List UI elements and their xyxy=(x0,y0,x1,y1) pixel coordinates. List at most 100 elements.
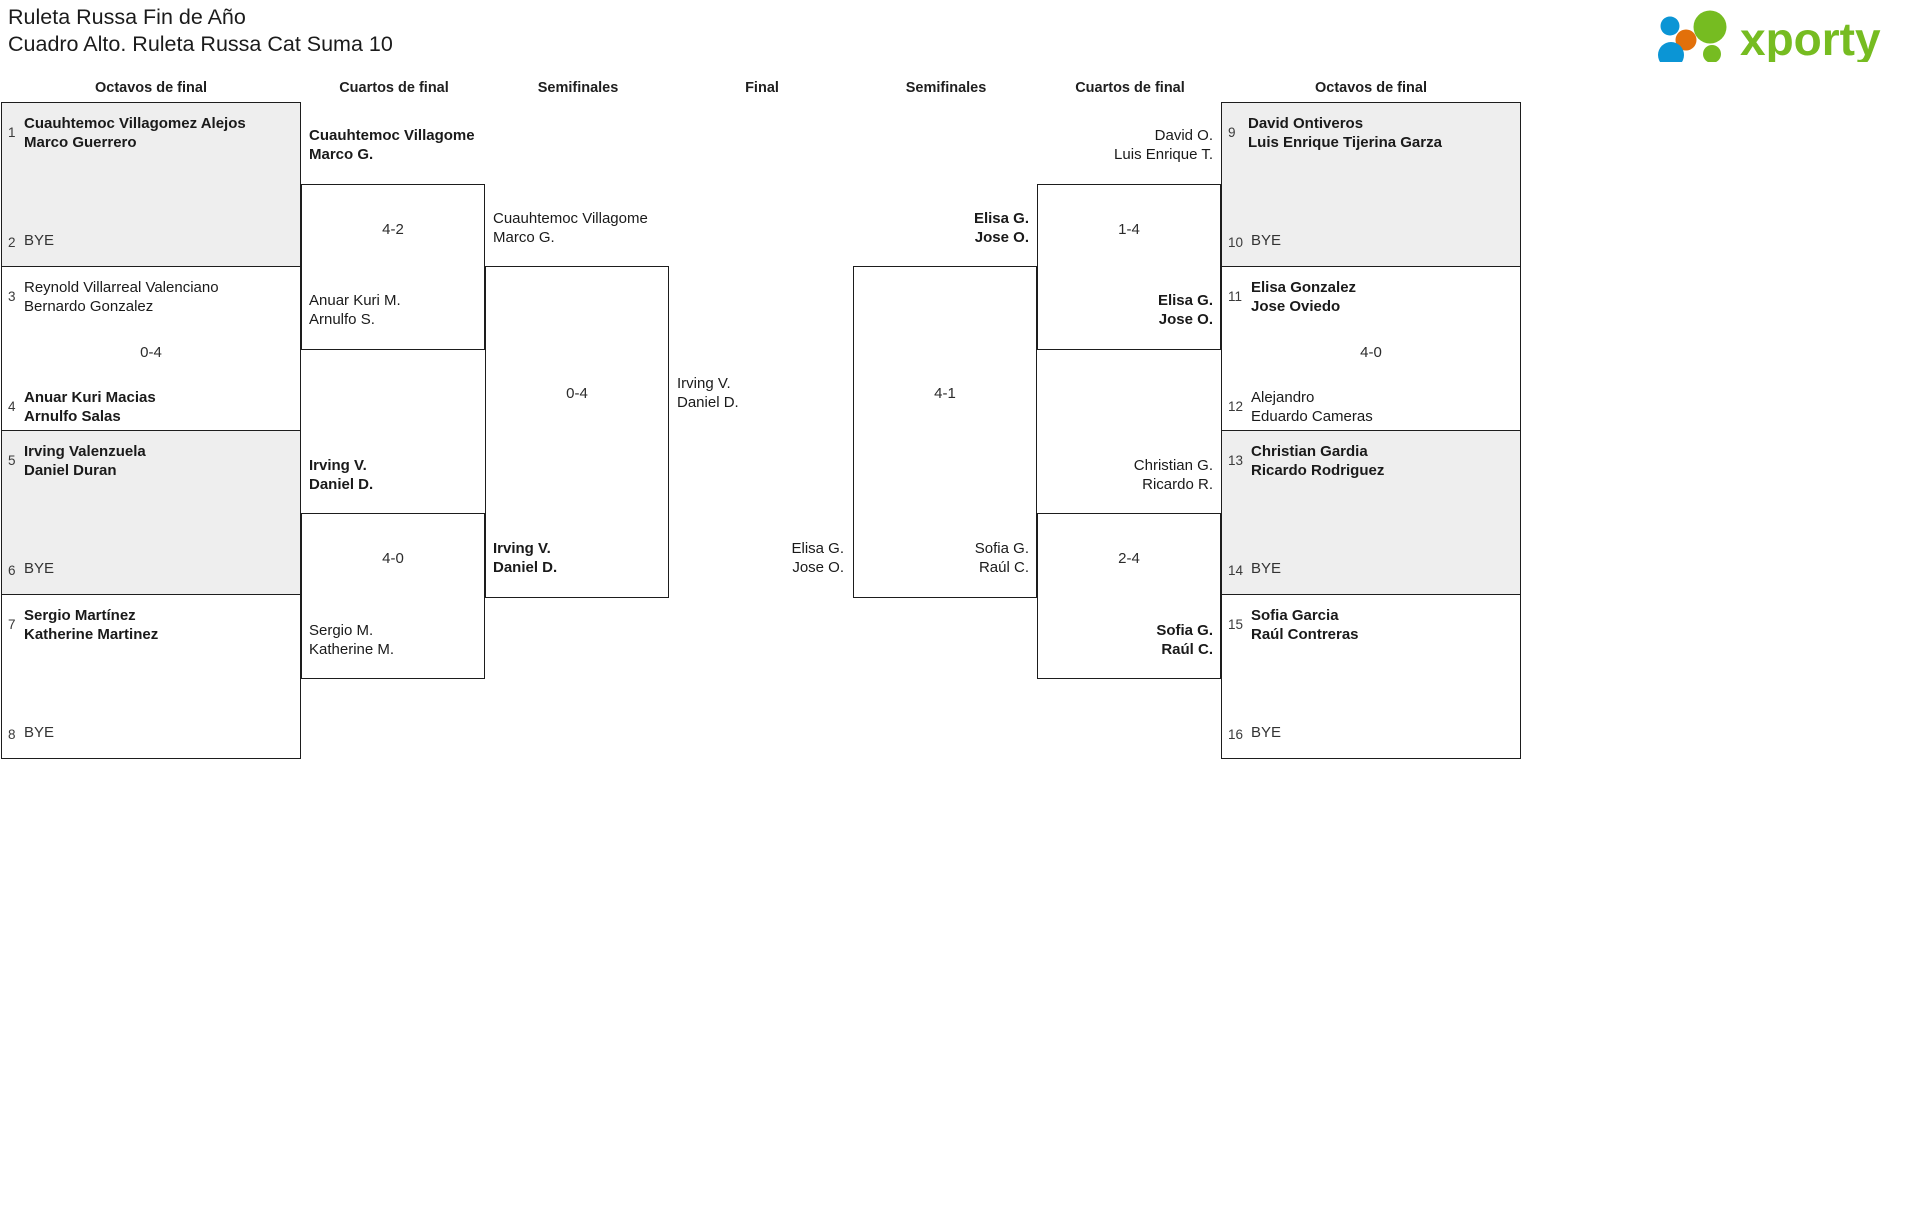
round-header-left-semis: Semifinales xyxy=(537,80,619,96)
seed-box-5-6[interactable] xyxy=(1,430,301,595)
player-name-12b: Eduardo Cameras xyxy=(1251,408,1373,425)
player-name-1b: Marco Guerrero xyxy=(24,134,137,151)
finalist-right-a: Elisa G. xyxy=(791,540,844,557)
round-header-right-cuartos: Cuartos de final xyxy=(1075,80,1185,96)
advancer-left-semis-1b: Marco G. xyxy=(493,229,555,246)
page-title: Ruleta Russa Fin de Año Cuadro Alto. Rul… xyxy=(8,4,393,58)
seed-box-1-2[interactable] xyxy=(1,102,301,267)
score-right-cuartos-2: 2-4 xyxy=(1118,550,1140,567)
player-name-13a: Christian Gardia xyxy=(1251,443,1368,460)
match-box-left-cuartos-2[interactable] xyxy=(301,513,485,679)
player-name-3a: Reynold Villarreal Valenciano xyxy=(24,279,219,296)
player-name-12a: Alejandro xyxy=(1251,389,1315,406)
seed-number-15: 15 xyxy=(1228,617,1244,632)
player-name-14a: BYE xyxy=(1251,560,1282,577)
advancer-left-cuartos-2b: Arnulfo S. xyxy=(309,311,375,328)
seed-box-15-16[interactable] xyxy=(1221,594,1521,759)
seed-number-4: 4 xyxy=(8,399,16,414)
finalist-right-b: Jose O. xyxy=(792,559,844,576)
player-name-15b: Raúl Contreras xyxy=(1251,626,1359,643)
seed-number-2: 2 xyxy=(8,235,16,250)
seed-box-9-10[interactable] xyxy=(1221,102,1521,267)
advancer-left-cuartos-4b: Katherine M. xyxy=(309,641,395,658)
match-box-left-cuartos-1[interactable] xyxy=(301,184,485,350)
seed-number-7: 7 xyxy=(8,617,16,632)
advancer-right-cuartos-2a: Elisa G. xyxy=(1157,292,1213,309)
advancer-left-cuartos-2a: Anuar Kuri M. xyxy=(309,292,401,309)
round-header-left-cuartos: Cuartos de final xyxy=(339,80,449,96)
finalist-left-a: Irving V. xyxy=(677,375,731,392)
seed-number-16: 16 xyxy=(1228,727,1244,742)
player-name-2a: BYE xyxy=(24,232,55,249)
player-name-16a: BYE xyxy=(1251,724,1282,741)
advancer-left-cuartos-1b: Marco G. xyxy=(309,146,374,163)
advancer-right-semis-2b: Raúl C. xyxy=(978,559,1029,576)
match-box-right-semis[interactable] xyxy=(853,266,1037,598)
advancer-right-cuartos-2b: Jose O. xyxy=(1158,311,1213,328)
player-name-11a: Elisa Gonzalez xyxy=(1251,279,1357,296)
advancer-left-semis-2a: Irving V. xyxy=(493,540,551,557)
player-name-13b: Ricardo Rodriguez xyxy=(1251,462,1385,479)
tournament-name: Ruleta Russa Fin de Año xyxy=(8,5,246,29)
score-octavos-left-2: 0-4 xyxy=(140,344,162,361)
seed-number-11: 11 xyxy=(1228,289,1243,304)
seed-box-11-12[interactable] xyxy=(1221,266,1521,431)
seed-number-13: 13 xyxy=(1228,453,1244,468)
logo-wordmark: xporty xyxy=(1740,13,1881,62)
advancer-left-cuartos-4a: Sergio M. xyxy=(309,622,374,639)
advancer-right-cuartos-4b: Raúl C. xyxy=(1161,641,1213,658)
player-name-4a: Anuar Kuri Macias xyxy=(24,389,156,406)
advancer-right-semis-1a: Elisa G. xyxy=(973,210,1029,227)
seed-number-14: 14 xyxy=(1228,563,1244,578)
seed-box-7-8[interactable] xyxy=(1,594,301,759)
advancer-right-semis-2a: Sofia G. xyxy=(974,540,1029,557)
seed-box-3-4[interactable] xyxy=(1,266,301,431)
score-right-cuartos-1: 1-4 xyxy=(1118,221,1140,238)
match-box-left-semis[interactable] xyxy=(485,266,669,598)
advancer-left-cuartos-1a: Cuauhtemoc Villagome xyxy=(309,127,475,144)
finalist-left-b: Daniel D. xyxy=(677,394,739,411)
score-left-semis: 0-4 xyxy=(566,385,588,402)
round-header-final: Final xyxy=(745,80,779,96)
player-name-9a: David Ontiveros xyxy=(1248,115,1364,132)
player-name-4b: Arnulfo Salas xyxy=(24,408,121,425)
seed-number-3: 3 xyxy=(8,289,16,304)
xporty-logo[interactable]: xporty xyxy=(1648,10,1898,62)
player-name-7a: Sergio Martínez xyxy=(24,607,136,624)
match-box-right-cuartos-2[interactable] xyxy=(1037,513,1221,679)
score-left-cuartos-1: 4-2 xyxy=(382,221,404,238)
advancer-right-cuartos-3b: Ricardo R. xyxy=(1142,476,1213,493)
player-name-9b: Luis Enrique Tijerina Garza xyxy=(1248,134,1442,151)
seed-number-10: 10 xyxy=(1228,235,1244,250)
player-name-15a: Sofia Garcia xyxy=(1251,607,1339,624)
score-left-cuartos-2: 4-0 xyxy=(382,550,404,567)
score-right-semis: 4-1 xyxy=(934,385,956,402)
seed-number-6: 6 xyxy=(8,563,16,578)
match-box-right-cuartos-1[interactable] xyxy=(1037,184,1221,350)
score-octavos-right-2: 4-0 xyxy=(1360,344,1382,361)
round-header-right-semis: Semifinales xyxy=(905,80,987,96)
player-name-11b: Jose Oviedo xyxy=(1251,298,1341,315)
advancer-right-cuartos-1a: David O. xyxy=(1154,127,1213,144)
advancer-right-cuartos-3a: Christian G. xyxy=(1133,457,1213,474)
seed-box-13-14[interactable] xyxy=(1221,430,1521,595)
seed-number-5: 5 xyxy=(8,453,16,468)
player-name-7b: Katherine Martinez xyxy=(24,626,159,643)
advancer-left-semis-1a: Cuauhtemoc Villagome xyxy=(493,210,648,227)
seed-number-8: 8 xyxy=(8,727,16,742)
round-header-left-octavos: Octavos de final xyxy=(94,80,207,96)
advancer-right-cuartos-1b: Luis Enrique T. xyxy=(1114,146,1213,163)
advancer-left-cuartos-3b: Daniel D. xyxy=(309,476,374,493)
round-header-right-octavos: Octavos de final xyxy=(1314,80,1427,96)
player-name-8a: BYE xyxy=(24,724,55,741)
logo-dots-icon xyxy=(1658,10,1727,62)
advancer-right-cuartos-4a: Sofia G. xyxy=(1156,622,1213,639)
seed-number-1: 1 xyxy=(8,125,16,140)
tournament-subtitle: Cuadro Alto. Ruleta Russa Cat Suma 10 xyxy=(8,32,393,56)
advancer-left-cuartos-3a: Irving V. xyxy=(309,457,367,474)
seed-number-9: 9 xyxy=(1228,125,1236,140)
seed-number-12: 12 xyxy=(1228,399,1244,414)
player-name-6a: BYE xyxy=(24,560,55,577)
player-name-5a: Irving Valenzuela xyxy=(24,443,146,460)
advancer-left-semis-2b: Daniel D. xyxy=(493,559,558,576)
